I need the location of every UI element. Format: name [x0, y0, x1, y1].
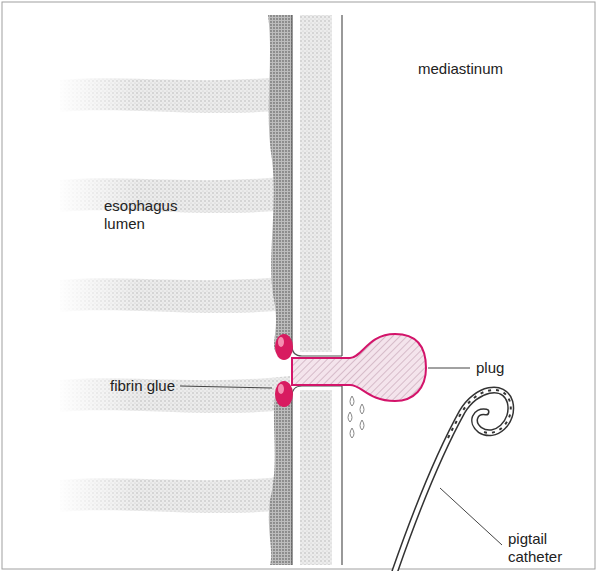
fold-fade [56, 470, 292, 520]
drawing-part [360, 404, 364, 414]
pigtail-catheter-tube [395, 390, 511, 571]
mucosa-shading [268, 15, 292, 352]
wall-line [292, 15, 342, 356]
drawing-part [395, 390, 511, 571]
part-label: fibrin glue [110, 377, 175, 395]
region-label: mediastinum [418, 60, 503, 78]
leader-line [428, 368, 470, 369]
glue-highlight [278, 337, 284, 347]
drawing-part [350, 428, 354, 438]
wall-muscle [300, 15, 332, 352]
drawing-part [448, 390, 511, 438]
drawing-part [348, 412, 352, 422]
drawing-part [360, 420, 364, 430]
fluid-droplets [348, 396, 364, 438]
fibrin-glue-blob [275, 381, 293, 407]
mucosal-folds [56, 70, 292, 520]
leader-line [180, 386, 272, 388]
part-label: plug [476, 359, 504, 377]
region-label: esophagus lumen [104, 197, 184, 233]
glue-highlight [278, 384, 284, 394]
wall-line [292, 386, 342, 565]
wall-muscle [300, 390, 332, 565]
drawing-part [395, 390, 511, 571]
wall-line [341, 15, 342, 356]
mucosa-shading [269, 390, 292, 565]
fibrin-glue-blob [275, 334, 293, 360]
fold-fade [56, 370, 292, 420]
fold-fade [56, 270, 292, 320]
part-label: pigtail catheter [508, 530, 584, 566]
drawing-part [350, 396, 354, 406]
leader-line [440, 488, 502, 545]
fold-fade [56, 70, 292, 120]
plug-shape [292, 334, 426, 401]
